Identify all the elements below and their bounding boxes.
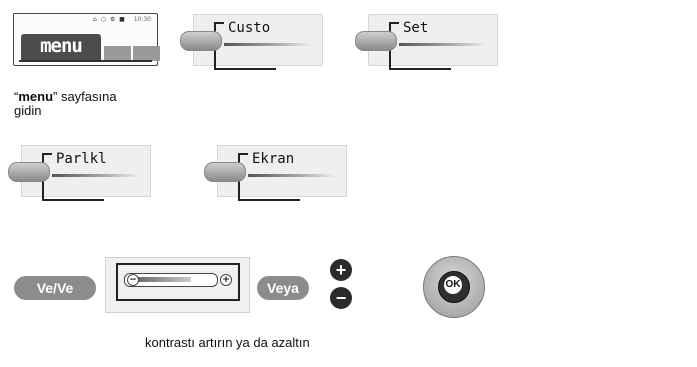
key-stroke: [224, 43, 312, 46]
key-label: Set: [403, 20, 429, 36]
key-parlkl[interactable]: Parlkl: [8, 145, 151, 201]
minus-icon[interactable]: −: [127, 274, 139, 286]
key-button[interactable]: [355, 31, 397, 51]
status-icons: ⌂ ○ ⚙ ■: [93, 16, 126, 23]
slider-frame-bottom: [116, 299, 240, 301]
slider-frame: [116, 263, 240, 301]
key-label: Ekran: [252, 151, 295, 167]
ve-ve-pill: Ve/Ve: [14, 276, 96, 300]
minus-button[interactable]: −: [330, 287, 352, 309]
slider-fill: [136, 277, 191, 282]
clock: 10:30: [133, 16, 151, 23]
key-stroke: [52, 174, 140, 177]
menu-bold: menu: [18, 89, 54, 104]
key-set[interactable]: Set: [355, 14, 498, 70]
screen-baseline: [19, 60, 152, 62]
key-label: Custo: [228, 20, 271, 36]
contrast-slider-panel[interactable]: − +: [105, 257, 250, 313]
key-button[interactable]: [180, 31, 222, 51]
menu-tab[interactable]: menu: [21, 34, 101, 60]
softkey-2[interactable]: [133, 46, 160, 61]
plus-button[interactable]: +: [330, 259, 352, 281]
key-stroke: [399, 43, 487, 46]
key-button[interactable]: [204, 162, 246, 182]
key-ekran[interactable]: Ekran: [204, 145, 347, 201]
key-label: Parlkl: [56, 151, 107, 167]
key-button[interactable]: [8, 162, 50, 182]
key-custo[interactable]: Custo: [180, 14, 323, 70]
key-stroke: [248, 174, 336, 177]
phone-screen: ⌂ ○ ⚙ ■ 10:30 menu: [13, 13, 160, 66]
contrast-caption: kontrastı artırın ya da azaltın: [145, 335, 310, 350]
softkey-1[interactable]: [104, 46, 131, 61]
instruction-menu: “menu” sayfasına gidin: [14, 89, 117, 118]
ok-button[interactable]: OK: [444, 276, 462, 294]
plus-icon[interactable]: +: [220, 274, 232, 286]
veya-pill: Veya: [257, 276, 309, 300]
